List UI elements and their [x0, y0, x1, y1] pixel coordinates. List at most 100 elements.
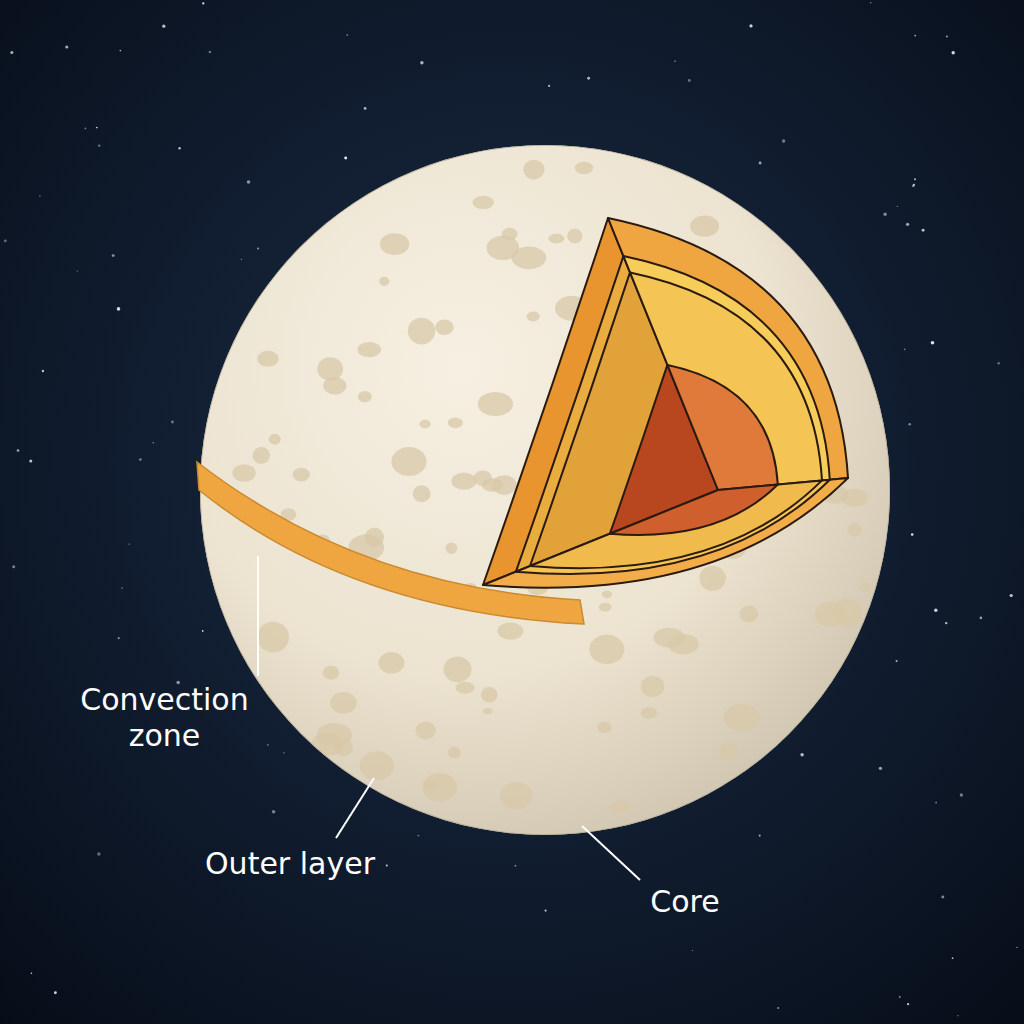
star: [913, 184, 915, 186]
star: [914, 35, 916, 37]
star: [65, 45, 68, 48]
surface-spot: [602, 590, 612, 598]
star: [118, 637, 120, 639]
star: [121, 588, 122, 589]
star: [85, 128, 87, 130]
star: [906, 223, 909, 226]
star: [899, 996, 901, 998]
star: [957, 1015, 958, 1016]
surface-spot: [483, 708, 493, 714]
star: [12, 565, 15, 568]
surface-spot: [334, 739, 353, 756]
surface-spot: [257, 351, 279, 367]
star: [1010, 594, 1013, 597]
surface-spot: [724, 704, 760, 731]
surface-spot: [365, 528, 384, 547]
star: [241, 259, 242, 260]
star: [941, 896, 944, 899]
star: [777, 1007, 779, 1009]
star: [674, 61, 675, 62]
star: [364, 107, 367, 110]
star: [418, 835, 420, 837]
star: [688, 79, 691, 82]
star: [257, 248, 259, 250]
star: [883, 213, 886, 216]
surface-spot: [415, 722, 435, 740]
surface-spot: [232, 464, 255, 481]
surface-spot: [317, 357, 343, 380]
surface-spot: [740, 605, 759, 622]
surface-spot: [599, 603, 612, 612]
star: [344, 156, 347, 159]
surface-spot: [548, 234, 564, 244]
star: [162, 25, 165, 28]
star: [96, 127, 98, 129]
star: [202, 630, 204, 632]
surface-spots: [200, 145, 890, 835]
leader-line: [257, 556, 259, 676]
surface-spot: [815, 602, 845, 627]
star: [386, 865, 388, 867]
star: [4, 240, 7, 243]
star: [31, 972, 33, 974]
leader-line: [582, 826, 640, 880]
star: [914, 178, 916, 180]
star: [29, 460, 32, 463]
surface-spot: [699, 566, 725, 591]
star: [1016, 947, 1017, 948]
surface-spot: [523, 160, 544, 180]
surface-spot: [478, 392, 513, 416]
star: [97, 852, 100, 855]
star: [346, 34, 348, 36]
surface-spot: [575, 162, 593, 174]
surface-spot: [419, 420, 430, 429]
star: [10, 51, 13, 54]
surface-spot: [527, 312, 540, 322]
surface-spot: [451, 473, 476, 490]
part-label: Outer layer: [180, 846, 400, 882]
star: [749, 24, 752, 27]
star: [514, 865, 516, 867]
star: [904, 348, 906, 350]
star: [247, 180, 251, 184]
surface-spot: [690, 216, 719, 237]
star: [935, 802, 937, 804]
surface-spot: [455, 682, 474, 694]
star: [139, 458, 142, 461]
surface-spot: [641, 676, 664, 697]
surface-spot: [859, 582, 871, 592]
surface-spot: [357, 342, 381, 357]
star: [960, 793, 963, 796]
cutaway-layers: [483, 218, 848, 588]
star: [908, 423, 911, 426]
leader-line: [336, 778, 374, 838]
star: [952, 957, 954, 959]
star: [120, 50, 122, 52]
surface-spot: [487, 236, 520, 260]
star: [98, 144, 100, 146]
star: [209, 51, 212, 54]
star: [692, 950, 693, 951]
star: [54, 991, 57, 994]
surface-spot: [408, 318, 435, 345]
sphere: [200, 145, 890, 835]
surface-spot: [379, 652, 405, 674]
surface-spot: [257, 622, 289, 653]
surface-spot: [719, 743, 738, 762]
star: [171, 421, 174, 424]
star: [922, 229, 925, 232]
surface-spot: [500, 782, 532, 810]
star: [267, 744, 268, 745]
surface-spot: [610, 801, 629, 813]
surface-spot: [473, 196, 494, 209]
star: [117, 307, 121, 311]
part-label: Convection zone: [52, 682, 277, 754]
surface-spot: [567, 229, 582, 244]
star: [587, 77, 590, 80]
star: [782, 139, 785, 142]
star: [980, 617, 983, 620]
surface-spot: [448, 747, 460, 759]
star: [759, 162, 762, 165]
surface-spot: [641, 707, 657, 719]
surface-spot: [253, 447, 270, 464]
